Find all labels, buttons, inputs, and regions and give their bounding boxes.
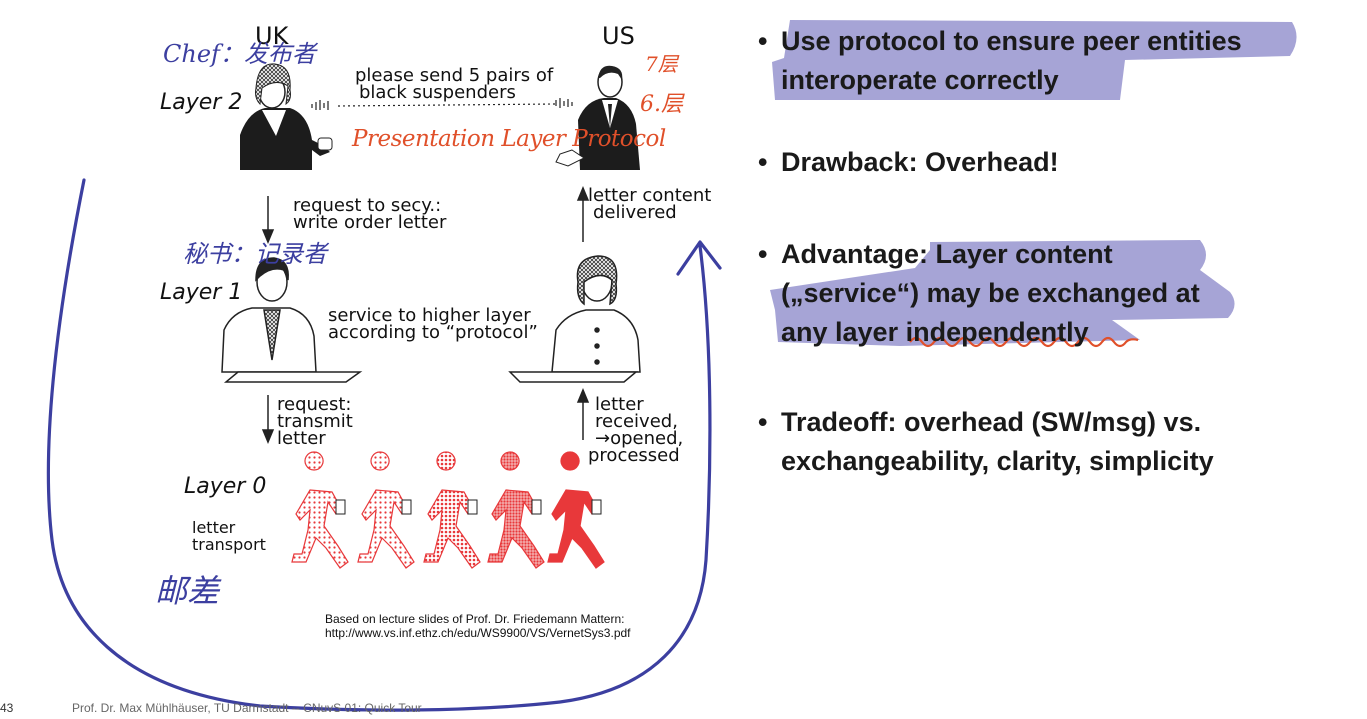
transport-line-2: transport — [192, 535, 266, 554]
received-line-1: letter — [595, 394, 644, 415]
credit-line-2: http://www.vs.inf.ethz.ch/edu/WS9900/VS/… — [325, 626, 631, 640]
content-delivered-text: letter content delivered — [588, 185, 712, 223]
annotation-secretary: 秘书：记录者 — [183, 240, 327, 268]
layer-1-label: Layer 1 — [160, 280, 243, 305]
message-line-2: black suspenders — [359, 82, 516, 103]
annotation-chef: Chef：发布者 — [163, 40, 316, 68]
us-secretary-figure — [508, 255, 641, 383]
bullet-marker: • — [758, 147, 768, 177]
bullet-2-line-1: Drawback: Overhead! — [781, 147, 1059, 177]
runner-2 — [357, 451, 415, 569]
bullet-3-line-2: („service“) may be exchanged at — [781, 278, 1200, 308]
content-delivered-line-2: delivered — [593, 202, 677, 223]
credit-line-1: Based on lecture slides of Prof. Dr. Fri… — [325, 612, 625, 626]
ink-loop — [46, 178, 722, 712]
runner-4 — [487, 451, 545, 569]
annotation-layer-count: 6.层 — [640, 92, 683, 117]
us-chef-figure — [555, 65, 640, 170]
annotation-postman: 邮差 — [155, 572, 220, 610]
bullet-3-line-3: any layer independently — [781, 317, 1089, 347]
arrows — [261, 186, 590, 444]
received-line-4: processed — [588, 445, 680, 466]
bullet-1: • Use protocol to ensure peer entities i… — [758, 22, 1338, 100]
service-text: service to higher layer according to “pr… — [328, 305, 538, 343]
request-transmit-line-1: request: — [277, 394, 352, 415]
bullet-1-line-2: interoperate correctly — [781, 65, 1059, 95]
content-delivered-line-1: letter content — [588, 185, 712, 206]
footer-text: Prof. Dr. Max Mühlhäuser, TU Darmstadt -… — [72, 701, 422, 715]
bullet-4-line-1: Tradeoff: overhead (SW/msg) vs. — [781, 407, 1202, 437]
service-line-1: service to higher layer — [328, 305, 531, 326]
message-text: please send 5 pairs of black suspenders — [355, 65, 554, 103]
runners — [291, 451, 605, 569]
received-line-3: →opened, — [595, 428, 684, 449]
bullet-3: • Advantage: Layer content („service“) m… — [758, 235, 1338, 352]
annotation-presentation: Presentation Layer Protocol — [352, 126, 666, 152]
service-line-2: according to “protocol” — [328, 322, 538, 343]
request-secy-text: request to secy.: write order letter — [293, 195, 447, 233]
message-line-1: please send 5 pairs of — [355, 65, 554, 86]
uk-chef-figure — [240, 63, 333, 170]
request-secy-line-2: write order letter — [293, 212, 447, 233]
bullet-1-line-1: Use protocol to ensure peer entities — [781, 26, 1242, 56]
bullet-4-line-2: exchangeability, clarity, simplicity — [781, 446, 1214, 476]
received-line-2: received, — [595, 411, 678, 432]
layer-2-label: Layer 2 — [160, 90, 243, 115]
received-text: letter received, →opened, processed — [588, 394, 684, 466]
request-transmit-line-3: letter — [277, 428, 326, 449]
uk-secretary-figure — [221, 257, 363, 383]
request-transmit-line-2: transmit — [277, 411, 353, 432]
page-number: 43 — [0, 701, 14, 715]
us-label: US — [602, 22, 635, 50]
highlight-stroke-2 — [770, 240, 1235, 346]
bullet-3-line-1: Advantage: Layer content — [781, 239, 1113, 269]
annotation-count: 7层 — [645, 52, 678, 76]
uk-label: UK — [255, 22, 289, 50]
transport-text: letter transport — [192, 519, 266, 553]
bullet-marker: • — [758, 407, 768, 437]
runner-3 — [423, 451, 481, 569]
runner-5 — [547, 451, 605, 569]
bullet-marker: • — [758, 26, 768, 56]
squiggle-underline — [909, 336, 1139, 348]
speech-marks — [311, 98, 573, 110]
runner-1 — [291, 451, 349, 569]
bullet-4: • Tradeoff: overhead (SW/msg) vs. exchan… — [758, 403, 1338, 481]
transport-line-1: letter — [192, 518, 236, 537]
bullet-marker: • — [758, 239, 768, 269]
layer-0-label: Layer 0 — [184, 474, 267, 499]
highlight-strokes — [770, 20, 1297, 346]
highlight-stroke-1 — [772, 20, 1297, 100]
credit-note: Based on lecture slides of Prof. Dr. Fri… — [325, 612, 631, 640]
request-secy-line-1: request to secy.: — [293, 195, 442, 216]
bullet-2: • Drawback: Overhead! — [758, 143, 1338, 182]
request-transmit-text: request: transmit letter — [277, 394, 353, 449]
